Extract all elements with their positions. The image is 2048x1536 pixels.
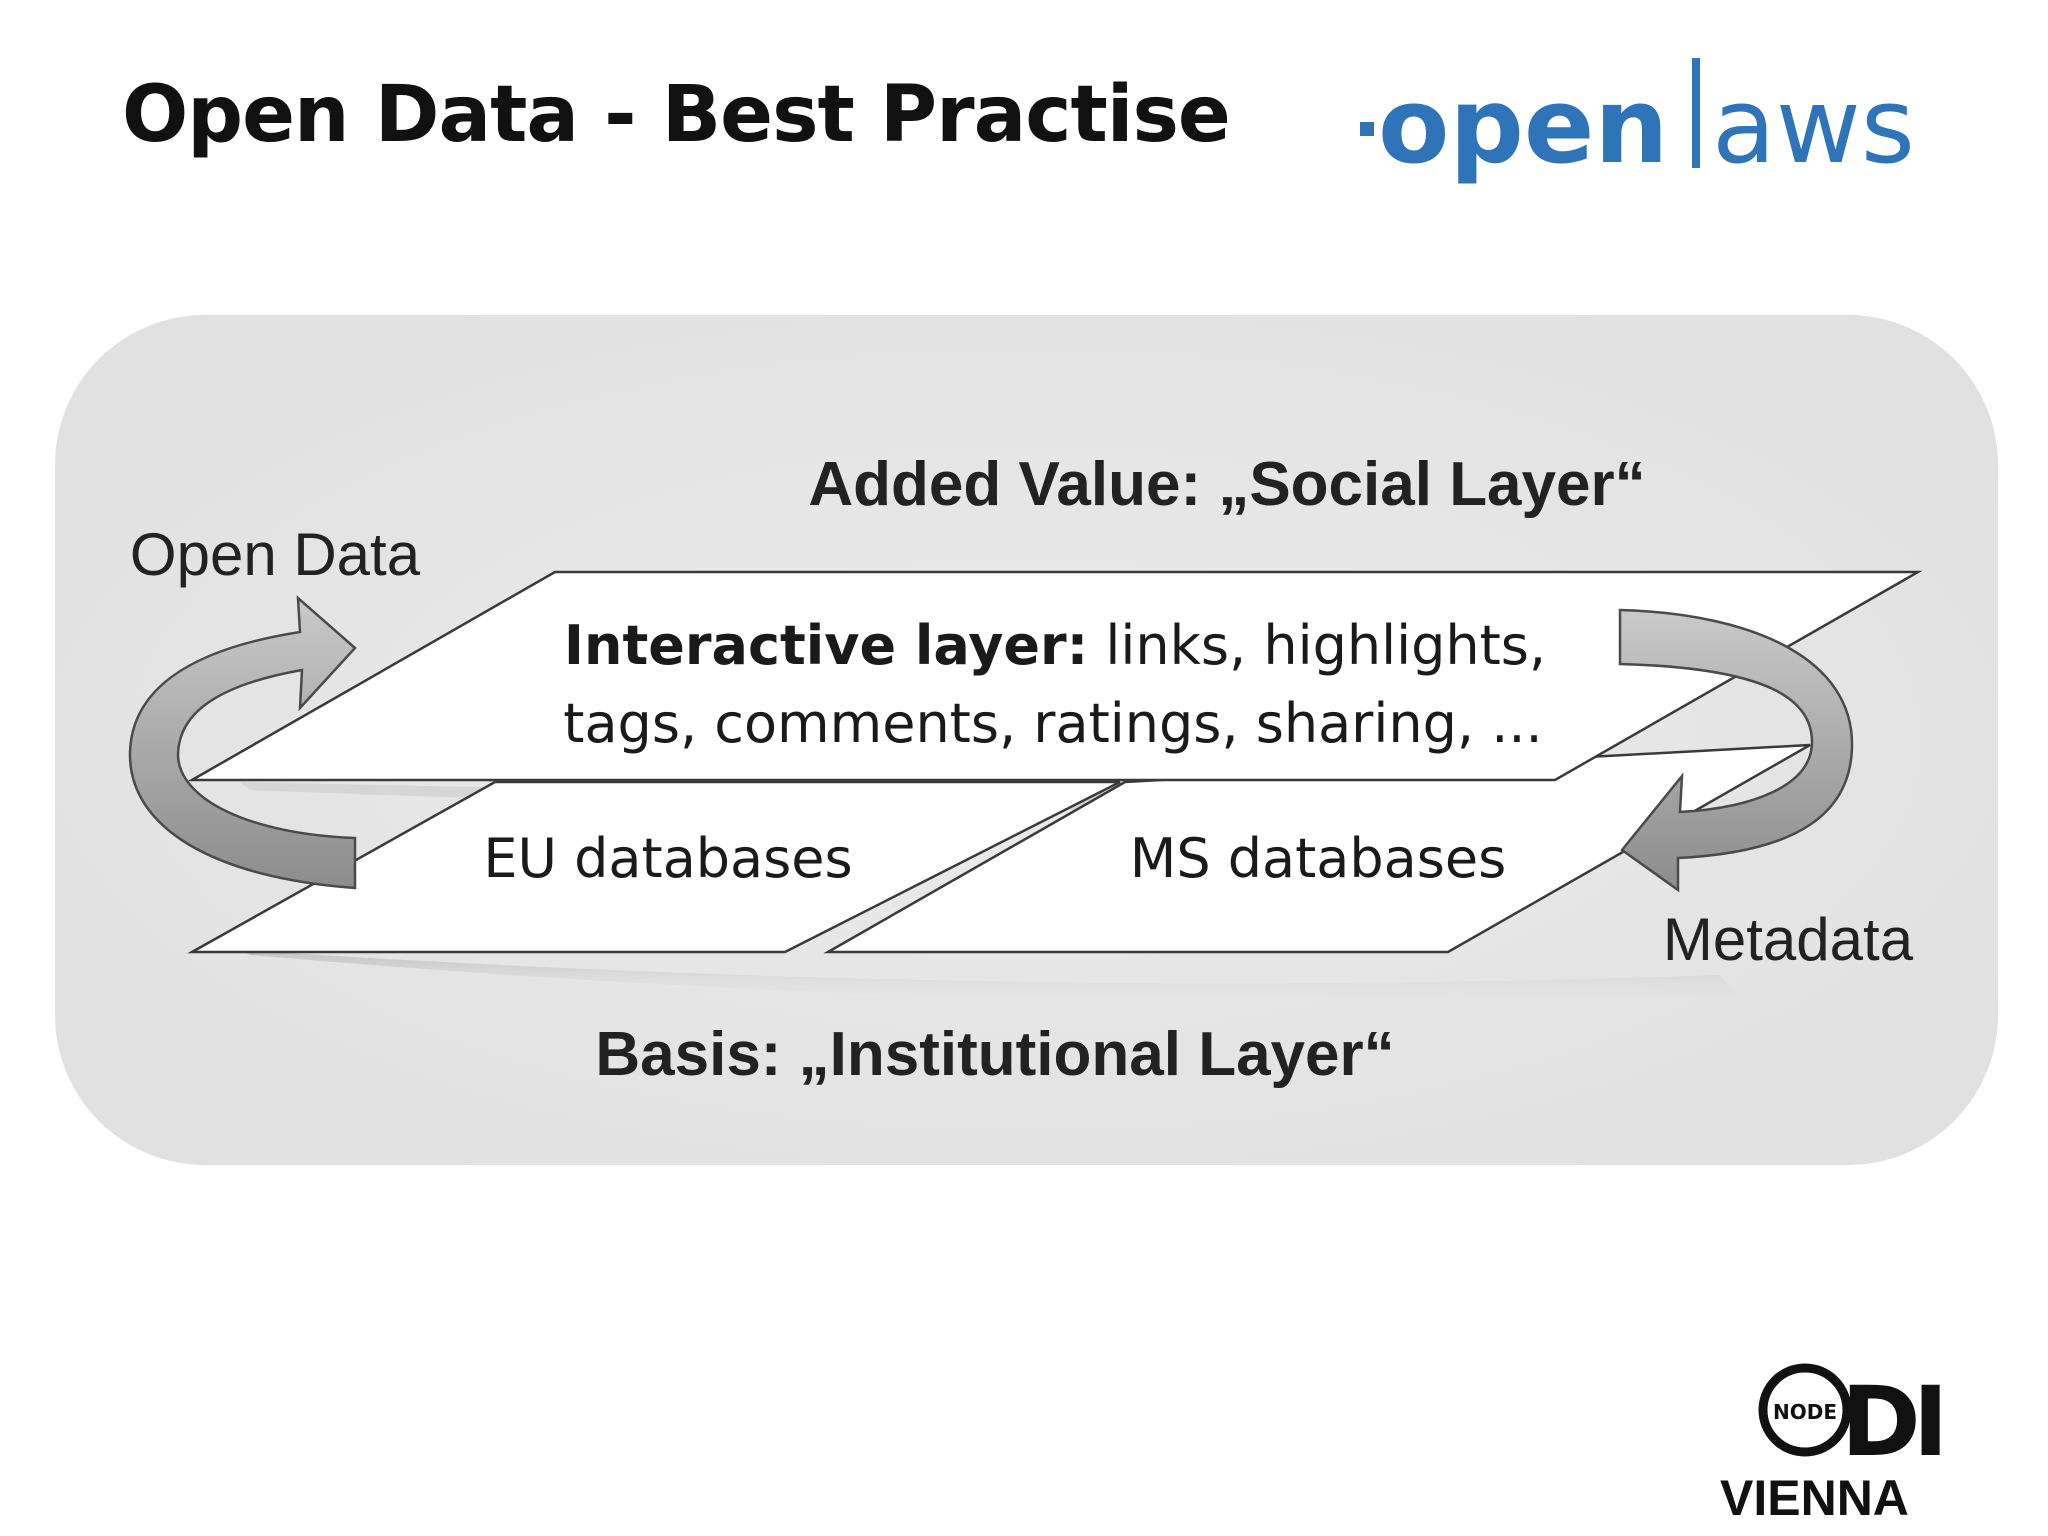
- slide-title: Open Data - Best Practise: [122, 70, 1231, 160]
- odi-node-circle: [1758, 1363, 1852, 1457]
- open-data-arrow-icon: [128, 595, 357, 890]
- openlaws-logo-separator: [1692, 58, 1700, 168]
- social-layer-label: Added Value: „Social Layer“: [808, 450, 1645, 519]
- interactive-layer: [187, 570, 1923, 782]
- interactive-layer-items: links, highlights,: [1088, 614, 1546, 677]
- interactive-layer-title: Interactive layer:: [564, 614, 1088, 677]
- eu-databases-label: EU databases: [483, 827, 852, 890]
- odi-letters: DI: [1841, 1366, 1940, 1478]
- odi-vienna-text: VIENNA: [1720, 1470, 1909, 1525]
- ms-databases-label: MS databases: [1130, 827, 1507, 890]
- odi-vienna-logo: NODE DI VIENNA: [1720, 1363, 1945, 1525]
- eu-databases-layer: [187, 780, 1121, 954]
- ms-databases-layer: [823, 743, 1811, 954]
- interactive-layer-line2: tags, comments, ratings, sharing, ...: [563, 692, 1542, 755]
- metadata-label: Metadata: [1663, 906, 1914, 973]
- metadata-arrow-icon: [1618, 608, 1854, 893]
- openlaws-logo-open: open: [1378, 65, 1668, 187]
- odi-node-text: NODE: [1773, 1400, 1837, 1424]
- bottom-layer-shadow: [240, 950, 1740, 1005]
- open-data-label: Open Data: [130, 521, 421, 588]
- openlaws-logo: open aws: [1360, 58, 1915, 187]
- openlaws-logo-aws: aws: [1712, 65, 1915, 187]
- interactive-layer-line1: Interactive layer: links, highlights,: [564, 614, 1546, 677]
- institutional-layer-label: Basis: „Institutional Layer“: [595, 1020, 1394, 1089]
- openlaws-logo-dot: [1360, 122, 1374, 136]
